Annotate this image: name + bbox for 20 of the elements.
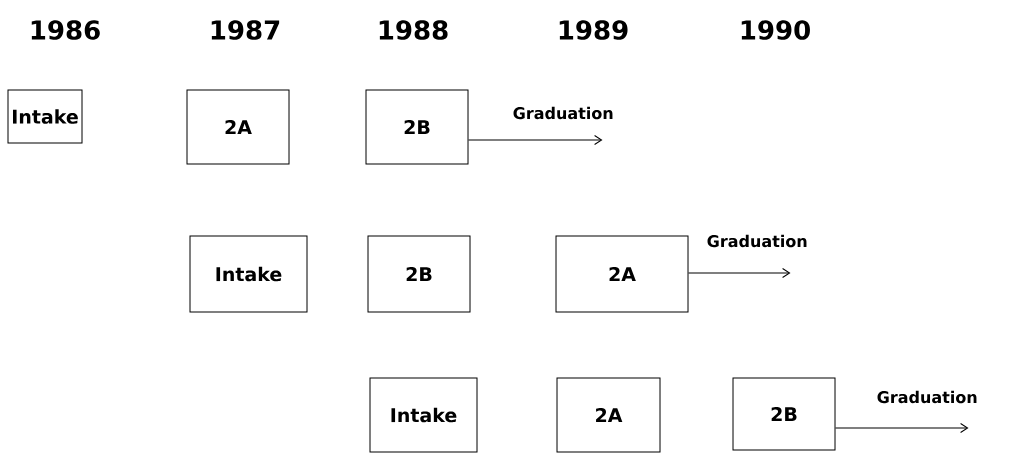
- year-label: 1990: [741, 20, 810, 40]
- edge-label: Graduation: [707, 234, 807, 248]
- stage-box: 2A: [556, 377, 661, 453]
- year-label: 1989: [559, 20, 628, 40]
- stage-box: 2B: [732, 377, 836, 451]
- stage-box: Intake: [189, 235, 308, 313]
- arrow: [468, 135, 603, 145]
- edge-label: Graduation: [877, 390, 977, 404]
- stage-box: Intake: [369, 377, 478, 453]
- edge-label: Graduation: [513, 106, 613, 120]
- stage-box: 2B: [365, 89, 469, 165]
- stage-box: 2B: [367, 235, 471, 313]
- year-label: 1986: [31, 20, 100, 40]
- stage-box: Intake: [7, 89, 83, 144]
- arrow: [688, 268, 791, 278]
- stage-box: 2A: [555, 235, 689, 313]
- stage-box: 2A: [186, 89, 290, 165]
- year-label: 1987: [211, 20, 280, 40]
- year-label: 1988: [379, 20, 448, 40]
- arrow: [835, 423, 969, 433]
